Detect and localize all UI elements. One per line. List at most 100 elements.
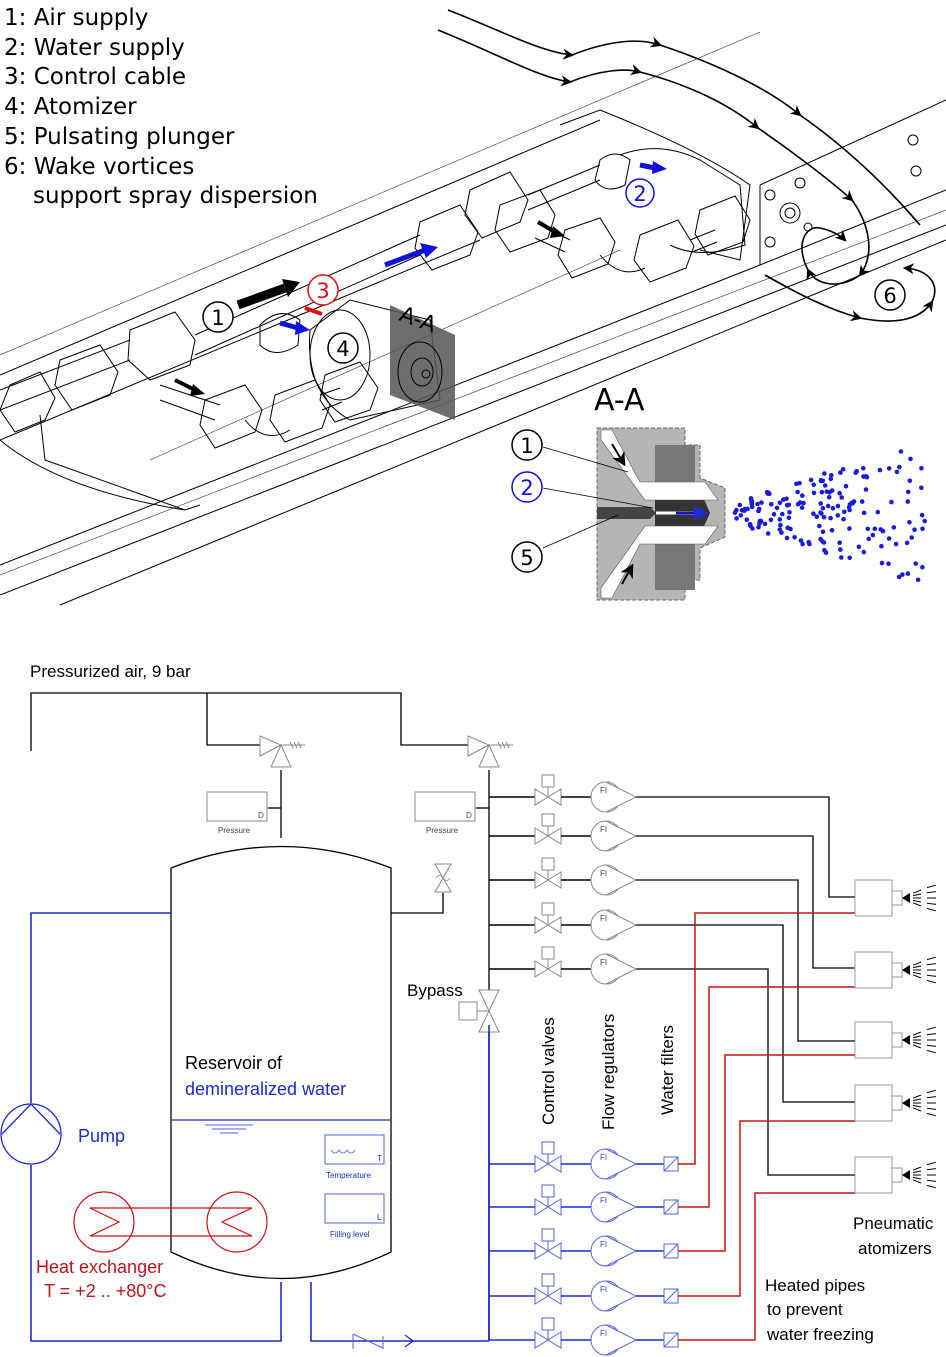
spray-droplet [847,526,852,531]
pressure-gauge-2-label: Pressure [426,826,459,835]
spray-droplet [894,469,900,475]
spray-droplet [829,527,835,533]
section-plane-a-a [390,305,455,420]
spray-droplet [786,515,792,521]
callout-control-cable: 3 [307,274,339,306]
water-filter [663,1332,679,1348]
water-branch-row: FI [489,1184,679,1223]
spray-droplet [828,515,833,521]
spray-droplet [835,503,841,509]
flow-indicator-label: FI [600,825,607,834]
temperature-label: Temperature [326,1171,371,1180]
bypass-valve: Bypass [407,981,500,1033]
control-valves-label: Control valves [539,1017,558,1125]
pulsating-plunger [597,507,656,519]
spray-droplet [908,456,913,462]
flow-indicator-label: FI [600,786,607,795]
spray-droplet [820,505,826,511]
spray-droplet [777,517,783,522]
spray-droplet [732,510,738,515]
spray-droplet [893,541,899,547]
flow-regulator: FI [590,864,638,896]
spray-nozzle-icon [902,1098,910,1108]
spray-droplet [919,512,925,518]
control-valve [534,774,562,806]
water-filter [663,1288,679,1304]
spray-droplet [839,555,844,560]
spray-droplet [759,500,764,505]
pump-label: Pump [78,1126,125,1146]
spray-icon [912,1161,937,1189]
sketch-flow-arrows [174,161,667,396]
spray-nozzle-icon [902,1170,910,1180]
pressure-regulator-2 [467,735,513,768]
spray-droplet [822,483,828,488]
spray-droplet [822,471,827,476]
spray-droplet [886,561,891,566]
heated-pipe [678,986,855,1208]
water-branch-row: FI [489,1317,679,1356]
atomizer-group [854,879,937,1194]
control-cable-mark [304,306,323,316]
spray-droplet [843,483,849,489]
spray-droplet [829,473,834,478]
spray-droplet [904,540,910,546]
flow-indicator-label: FI [600,1196,607,1205]
spray-droplet [830,505,836,511]
atomizers-label-line2: atomizers [858,1239,932,1258]
airflow-lines [437,9,936,322]
spray-icon [912,956,937,984]
water-filter [663,1243,679,1259]
control-valve [534,902,562,934]
spray-droplet [777,527,783,532]
spray-nozzle-icon [902,965,910,975]
flow-regulators-label: Flow regulators [599,1014,618,1130]
spray-droplet [800,541,805,547]
spray-droplet [897,464,902,470]
spray-droplet [891,525,897,530]
legend: 1: Air supply 2: Water supply 3: Control… [4,5,318,209]
filling-level-label: Filling level [330,1230,370,1239]
spray-droplet [742,506,748,512]
spray-droplet [784,535,790,541]
isometric-wing-sketch: A-A 1 3 [0,9,946,606]
spray-droplet [847,555,852,561]
svg-text:2: 2 [520,476,533,500]
spray-droplet [898,449,904,454]
spray-droplet [877,467,883,473]
spray-droplet [922,518,927,524]
pressure-gauge-1: D Pressure [206,791,268,835]
spray-droplet [765,490,770,495]
reservoir-tank: Reservoir of demineralized water [170,845,392,1280]
flow-indicator-label: FI [600,914,607,923]
svg-text:5: 5 [520,546,533,570]
spray-droplet [747,522,753,527]
spray-droplet [738,513,744,518]
air-line-to-atomizer [636,968,855,1176]
legend-item-water-supply: 2: Water supply [4,35,185,61]
spray-droplet [842,509,847,515]
spray-droplet [800,493,805,498]
air-supply-label: Pressurized air, 9 bar [30,662,191,681]
callout-wake-vortices: 6 [874,279,906,311]
spray-droplet [838,547,843,552]
water-branch-row: FI [489,1273,679,1312]
spray-droplet [861,549,867,555]
spray-droplet [838,470,843,475]
svg-text:6: 6 [883,284,896,308]
spray-icon [912,1089,937,1117]
heated-pipes-line2: to prevent [767,1300,843,1319]
flow-regulator: FI [590,1235,638,1267]
spray-droplet [896,574,902,580]
flow-indicator-label: FI [600,1285,607,1294]
legend-item-wake-vortices: 6: Wake vortices [4,154,194,180]
flow-indicator-label: FI [600,1153,607,1162]
spray-droplet [837,540,842,545]
spray-droplet [837,490,842,496]
spray-droplet [823,550,829,555]
flow-regulator: FI [590,1324,638,1356]
callout-atomizer: 4 [327,332,359,364]
atomizer-body-near: A-A [259,299,455,421]
heated-pipe [678,1192,855,1341]
